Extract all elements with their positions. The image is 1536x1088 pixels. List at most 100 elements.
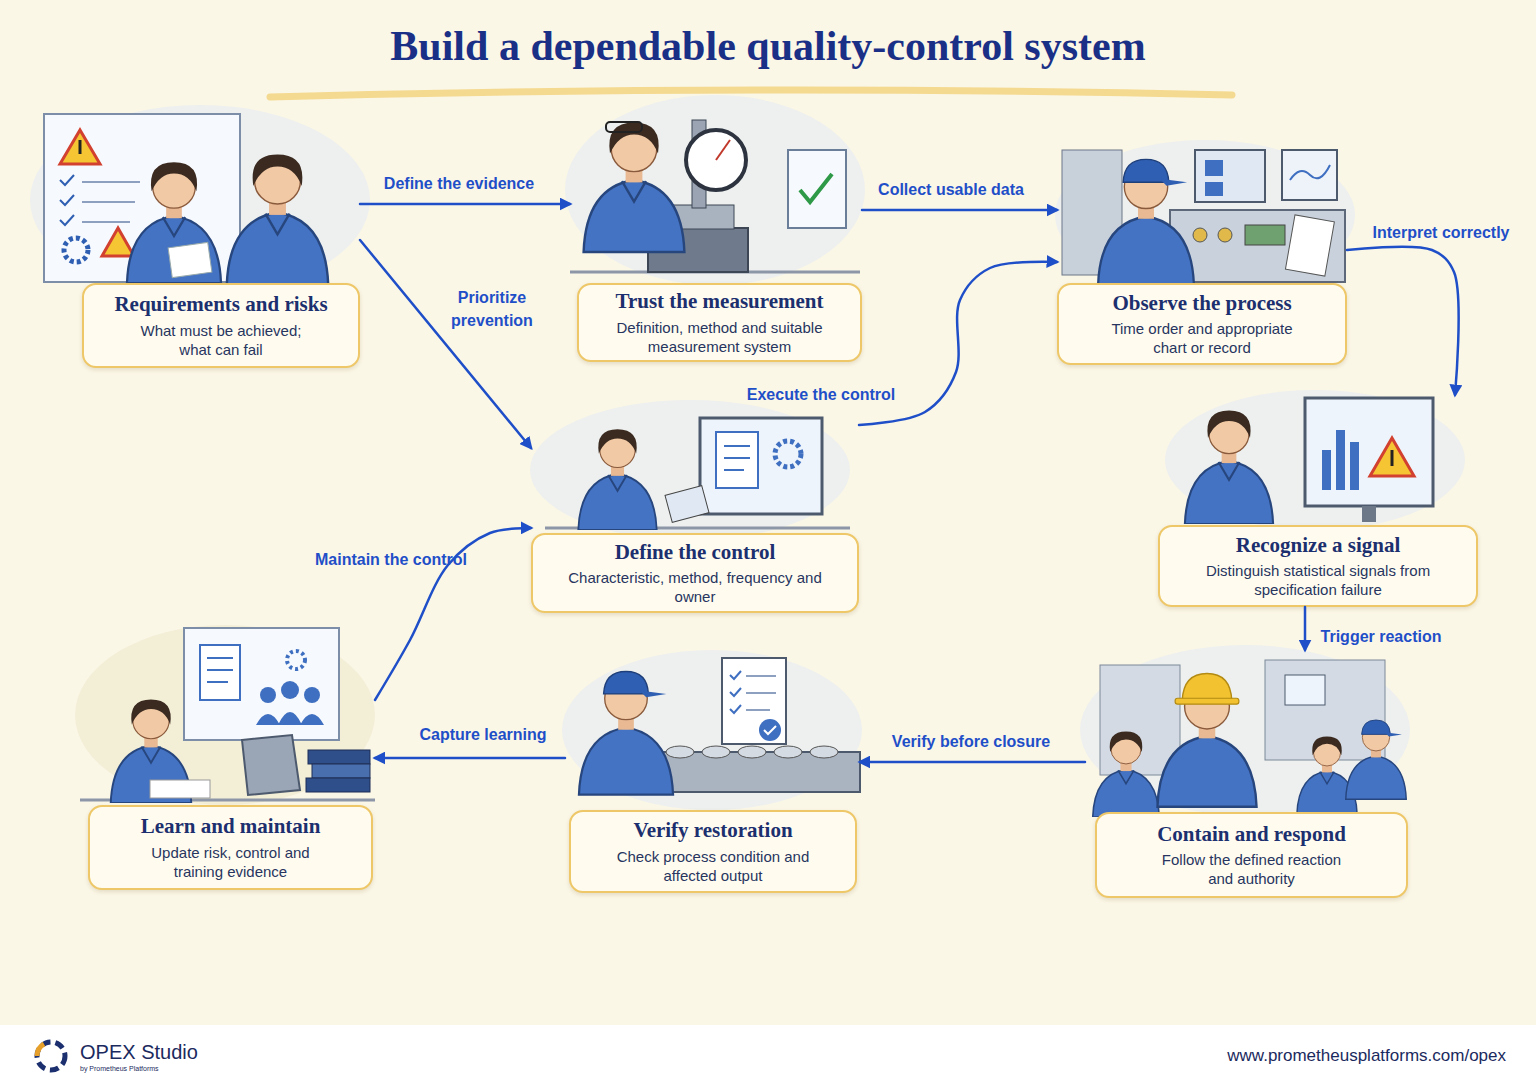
technician-figure [584, 122, 685, 252]
arrow-label: Maintain the control [315, 548, 467, 571]
approval-badge [759, 719, 781, 741]
step-description: Characteristic, method, frequency and ow… [565, 568, 825, 606]
book [312, 764, 370, 778]
arrow-label: Capture learning [419, 723, 546, 746]
wall-screen [1195, 150, 1265, 202]
checkmarks [60, 175, 74, 225]
glasses [606, 122, 642, 132]
tablet [665, 486, 709, 523]
monitor-stand [1362, 506, 1376, 522]
document-lines [724, 446, 750, 470]
part [774, 746, 802, 758]
trend-line [1290, 165, 1330, 180]
checklist-board [722, 658, 786, 744]
monitor [1305, 398, 1433, 506]
book [306, 778, 370, 792]
wash [75, 625, 375, 805]
process-step: Verify restorationCheck process conditio… [565, 650, 860, 893]
wash [530, 400, 850, 540]
step-box: Observe the processTime order and approp… [1057, 283, 1347, 365]
part [738, 746, 766, 758]
checkmarks [730, 671, 741, 713]
book [308, 750, 370, 764]
operator-figure [1098, 159, 1194, 285]
wash [1165, 390, 1465, 530]
flow-arrow [1347, 247, 1459, 395]
warning-mark [1391, 450, 1394, 466]
dial-gauge [686, 130, 746, 190]
list-lines [746, 676, 776, 710]
whiteboard [184, 628, 339, 740]
people-icon [281, 681, 299, 699]
people-icon [260, 687, 276, 703]
clipboard [1285, 215, 1334, 276]
warning-triangle [1370, 438, 1414, 476]
warning-triangle [60, 130, 100, 164]
check-screen [788, 150, 846, 228]
machine-screen [1285, 675, 1325, 705]
people-icon [256, 712, 324, 725]
arrow-label: Collect usable data [878, 178, 1024, 201]
step-box: Contain and respondFollow the defined re… [1095, 812, 1408, 898]
process-step: Observe the processTime order and approp… [1057, 140, 1347, 365]
chart-bar [1322, 450, 1331, 490]
brand-text: OPEX Studio [80, 1041, 198, 1064]
panel-knob [1218, 228, 1232, 242]
gear-icon [287, 651, 305, 669]
flow-arrow [375, 757, 565, 760]
flow-arrow [360, 203, 570, 206]
warning-mark [79, 140, 82, 154]
step-heading: Observe the process [1112, 291, 1291, 316]
wash [565, 95, 865, 285]
arrow-label: Interpret correctly [1373, 221, 1510, 244]
approval-check [764, 726, 776, 734]
people-icon [304, 687, 320, 703]
step-description: Check process condition and affected out… [606, 847, 821, 885]
panel-knob [1193, 228, 1207, 242]
engineer-figure [127, 162, 221, 283]
planner-figure [578, 429, 656, 530]
team-member-figure [1093, 732, 1160, 818]
step-box: Recognize a signalDistinguish statistica… [1158, 525, 1478, 607]
flow-arrow [862, 209, 1057, 212]
panel-display [1245, 225, 1285, 245]
gear-icon [775, 441, 801, 467]
step-description: Definition, method and suitable measurem… [597, 318, 842, 356]
flow-arrow [1304, 607, 1307, 650]
process-step: Define the controlCharacteristic, method… [531, 400, 859, 613]
title-underline [270, 90, 1232, 97]
step-description: Distinguish statistical signals from spe… [1206, 561, 1431, 599]
screen-tile [1205, 182, 1223, 196]
flow-arrow [360, 240, 531, 448]
monitor [1282, 150, 1337, 200]
chart-bar [1336, 430, 1345, 490]
step-heading: Contain and respond [1157, 822, 1346, 847]
gauge-needle [716, 140, 730, 160]
step-box: Trust the measurementDefinition, method … [577, 283, 862, 362]
step-box: Define the controlCharacteristic, method… [531, 533, 859, 613]
document-lines [207, 658, 233, 682]
laptop [242, 735, 300, 795]
step-description: What must be achieved; what can fail [129, 321, 314, 359]
process-step: Contain and respondFollow the defined re… [1085, 650, 1410, 898]
footer-url: www.prometheusplatforms.com/opex [1227, 1046, 1506, 1066]
arrow-label: Execute the control [747, 383, 895, 406]
logo-accent [37, 1044, 44, 1056]
step-heading: Verify restoration [633, 818, 792, 843]
supervisor-figure [1157, 673, 1256, 806]
step-description: Follow the defined reaction and authorit… [1149, 850, 1354, 888]
arrow-label: Define the evidence [384, 172, 534, 195]
arrow-label: Prioritize prevention [432, 286, 552, 332]
diagram-title: Build a dependable quality-control syste… [0, 22, 1536, 70]
machine [1100, 665, 1180, 775]
brand-text: by Prometheus Platforms [80, 1065, 159, 1072]
paper-sheet [168, 242, 212, 277]
team-member-figure [1346, 720, 1406, 799]
list-lines [82, 182, 140, 222]
step-heading: Recognize a signal [1236, 533, 1400, 558]
step-description: Update risk, control and training eviden… [133, 843, 328, 881]
analyst-figure [1185, 411, 1273, 524]
control-panel [1170, 210, 1345, 282]
step-heading: Trust the measurement [615, 289, 823, 314]
